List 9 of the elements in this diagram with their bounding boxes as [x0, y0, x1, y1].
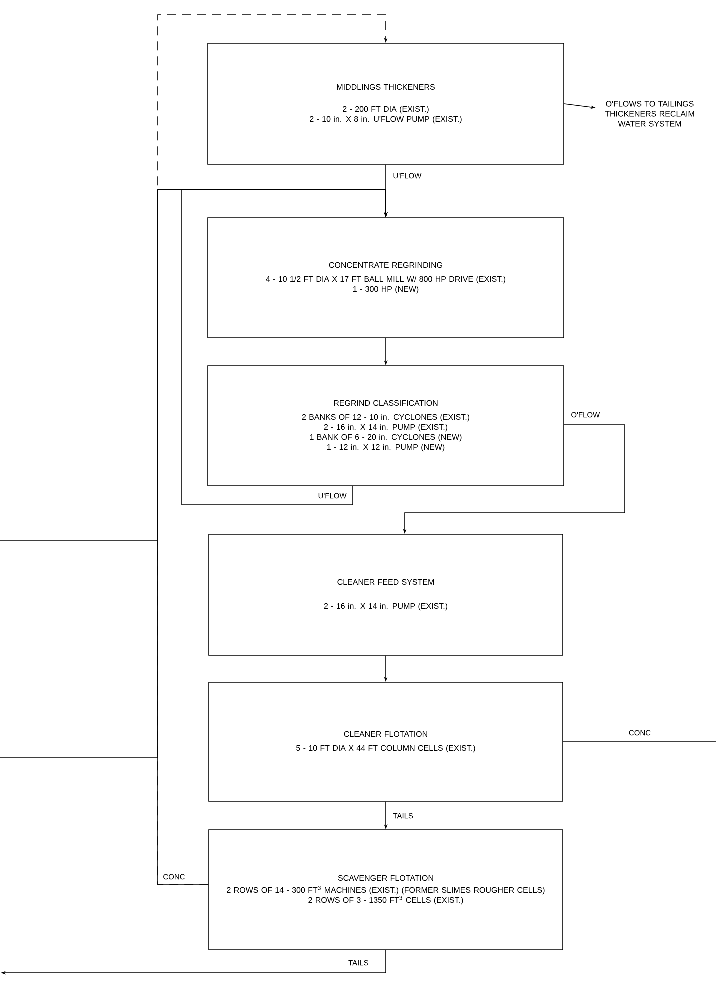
- process-box: CLEANER FEED SYSTEM 2 - 16 in. X 14 in. PUMP (EXIST.): [208, 534, 564, 656]
- process-box: SCAVENGER FLOTATION 2 ROWS OF 14 - 300 FT$^{3}$ MACHINES (EXIST.) (FORMER SLIMES ROUGHER CELLS) 2 ROWS OF 3 - 1350 FT$^{3}$ CELLS (EXIST.): [208, 830, 564, 950]
- flow-arrow: [0, 190, 388, 758]
- destination-text: O'FLOWS TO TAILINGS THICKENERS RECLAIM WATER SYSTEM: [605, 101, 694, 127]
- flow-arrow: [158, 14, 388, 886]
- process-box: REGRIND CLASSIFICATION 2 BANKS OF 12 - 10 in. CYCLONES (EXIST.) 2 - 16 in. X 14 in. PUMP (EXIST.) 1 BANK OF 6 - 20 in. CYCLONES (NEW) 1 - 12 in. X 12 in. PUMP (NEW): [208, 366, 564, 486]
- process-box: CLEANER FLOTATION 5 - 10 FT DIA X 44 FT COLUMN CELLS (EXIST.): [208, 682, 564, 802]
- process-box: CONCENTRATE REGRINDING 4 - 10 1/2 FT DIA X 17 FT BALL MILL W/ 800 HP DRIVE (EXIST.) 1 - 300 HP (NEW): [208, 218, 564, 338]
- process-box: MIDDLINGS THICKENERS 2 - 200 FT DIA (EXIST.) 2 - 10 in. X 8 in. U'FLOW PUMP (EXIST.): [208, 43, 564, 165]
